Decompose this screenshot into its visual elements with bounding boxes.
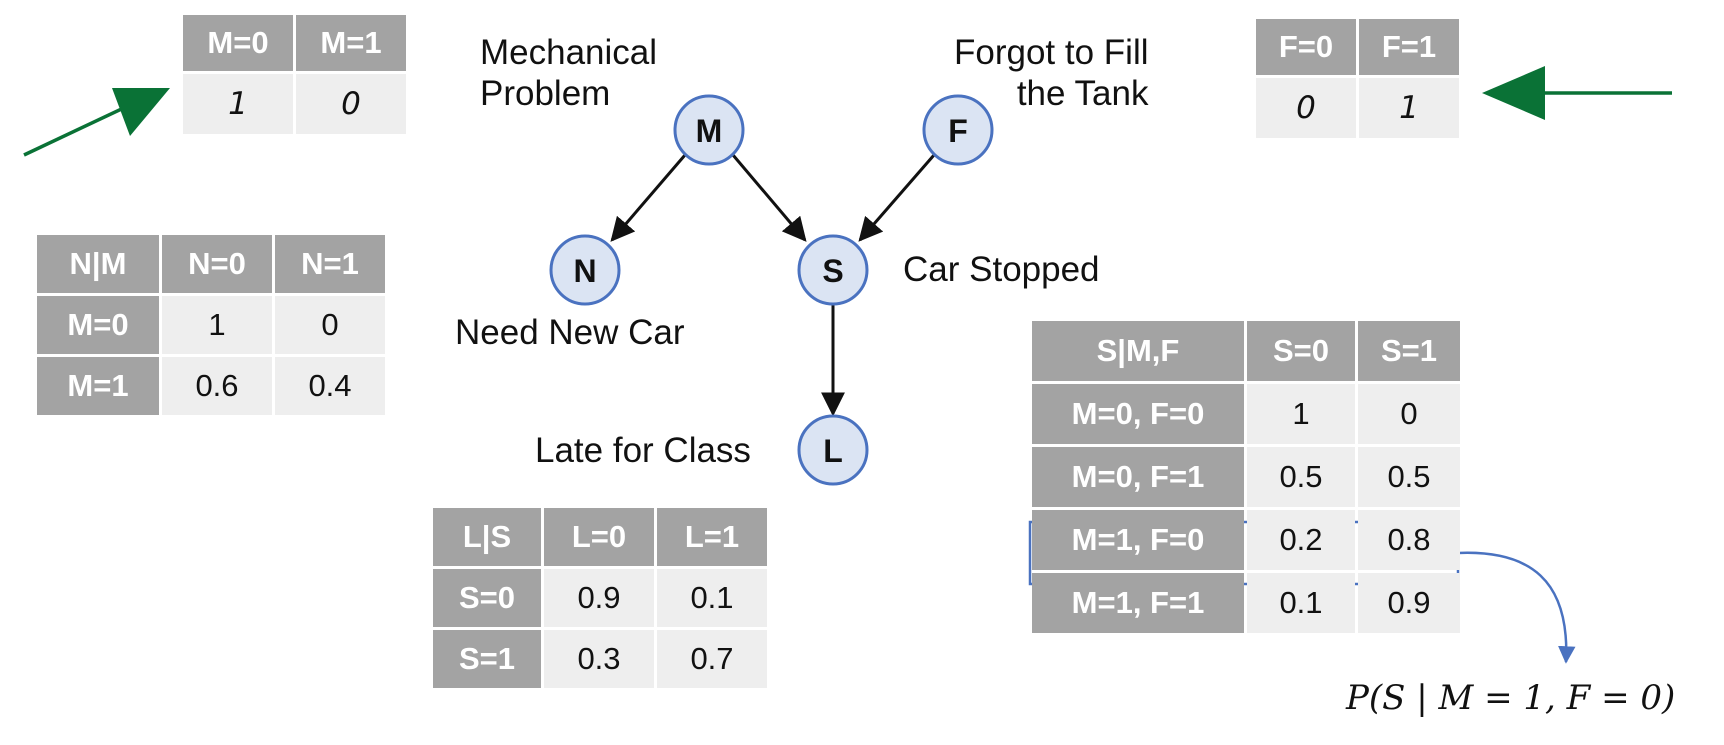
node-s-letter: S [822, 253, 843, 289]
table-smf-row-1-s1: 0.5 [1358, 447, 1460, 507]
table-nm-header-2: N=1 [275, 235, 385, 293]
table-m-value-0: 1 [183, 74, 293, 134]
table-nm-row-0-n1: 0 [275, 296, 385, 354]
label-m-line-1: Mechanical [480, 33, 658, 72]
table-ls-row-0-l0: 0.9 [544, 569, 654, 627]
formula-conditional-probability: P(S | M = 1, F = 0) [1346, 678, 1676, 718]
table-f-value-1: 1 [1359, 78, 1459, 138]
label-car-stopped: Car Stopped [903, 250, 1100, 289]
green-arrow-right-icon [1482, 66, 1672, 120]
table-smf-row-1-s0: 0.5 [1247, 447, 1355, 507]
table-l-given-s: L|S L=0 L=1 S=0 0.9 0.1 S=1 0.3 0.7 [430, 505, 770, 691]
table-smf-header-0: S|M,F [1032, 321, 1244, 381]
table-nm-row-1-label: M=1 [37, 357, 159, 415]
table-smf-row-2-s1: 0.8 [1358, 510, 1460, 570]
node-s: S [797, 234, 869, 306]
table-nm-row-0-n0: 1 [162, 296, 272, 354]
table-ls-header-2: L=1 [657, 508, 767, 566]
table-ls-header-1: L=0 [544, 508, 654, 566]
table-smf-header-2: S=1 [1358, 321, 1460, 381]
table-smf-row-3-label: M=1, F=1 [1032, 573, 1244, 633]
edge-m-n [610, 154, 687, 242]
edge-m-s [731, 154, 807, 242]
table-f-header-0: F=0 [1256, 19, 1356, 75]
table-smf-row-3-s1: 0.9 [1358, 573, 1460, 633]
table-ls-row-1-l0: 0.3 [544, 630, 654, 688]
table-ls-header-0: L|S [433, 508, 541, 566]
node-f-letter: F [948, 113, 968, 149]
edge-f-s [858, 154, 936, 242]
table-nm-header-0: N|M [37, 235, 159, 293]
label-late-for-class: Late for Class [535, 431, 751, 470]
label-need-new-car: Need New Car [455, 313, 685, 352]
table-nm-row-0-label: M=0 [37, 296, 159, 354]
node-m-letter: M [696, 113, 723, 149]
label-f-line-1: Forgot to Fill [954, 33, 1149, 72]
highlight-curve-arrow [1457, 551, 1576, 664]
table-smf-row-0-s0: 1 [1247, 384, 1355, 444]
table-s-given-mf: S|M,F S=0 S=1 M=0, F=0 1 0 M=0, F=1 0.5 … [1029, 318, 1463, 636]
table-smf-row-3-s0: 0.1 [1247, 573, 1355, 633]
label-m-line-2: Problem [480, 74, 611, 114]
table-smf-header-1: S=0 [1247, 321, 1355, 381]
table-ls-row-0-label: S=0 [433, 569, 541, 627]
label-forgot-to-fill: Forgot to Fill the Tank [954, 32, 1149, 115]
label-mechanical-problem: Mechanical Problem [480, 32, 657, 115]
table-nm-row-1-n1: 0.4 [275, 357, 385, 415]
green-arrow-left-icon [23, 88, 170, 157]
node-f: F [922, 94, 994, 166]
table-m-value-1: 0 [296, 74, 406, 134]
table-nm-row-1-n0: 0.6 [162, 357, 272, 415]
table-smf-row-2-s0: 0.2 [1247, 510, 1355, 570]
table-smf-row-0-s1: 0 [1358, 384, 1460, 444]
node-m: M [673, 94, 745, 166]
table-ls-row-0-l1: 0.1 [657, 569, 767, 627]
table-f-prior: F=0 F=1 0 1 [1253, 16, 1462, 141]
node-n: N [549, 234, 621, 306]
table-nm-header-1: N=0 [162, 235, 272, 293]
table-smf-row-1-label: M=0, F=1 [1032, 447, 1244, 507]
table-f-value-0: 0 [1256, 78, 1356, 138]
node-n-letter: N [573, 253, 596, 289]
node-l-letter: L [823, 433, 843, 469]
table-ls-row-1-l1: 0.7 [657, 630, 767, 688]
table-ls-row-1-label: S=1 [433, 630, 541, 688]
node-l: L [797, 414, 869, 486]
table-n-given-m: N|M N=0 N=1 M=0 1 0 M=1 0.6 0.4 [34, 232, 388, 418]
table-f-header-1: F=1 [1359, 19, 1459, 75]
table-smf-row-0-label: M=0, F=0 [1032, 384, 1244, 444]
table-smf-row-2-label: M=1, F=0 [1032, 510, 1244, 570]
table-m-header-1: M=1 [296, 15, 406, 71]
label-f-line-2: the Tank [1016, 74, 1149, 114]
table-m-header-0: M=0 [183, 15, 293, 71]
table-m-prior: M=0 M=1 1 0 [180, 12, 409, 137]
